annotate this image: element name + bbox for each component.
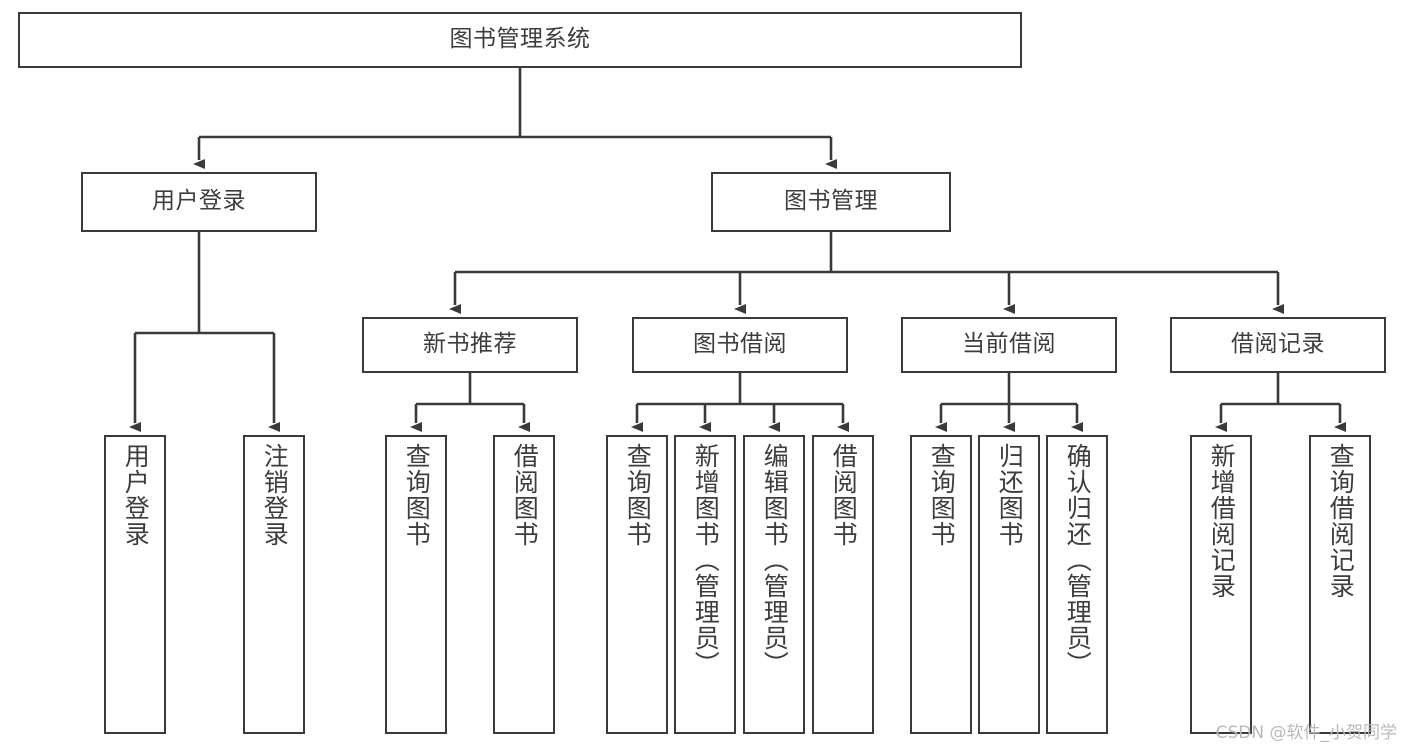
node-label: 确认归还（管理员） — [1063, 443, 1093, 677]
node-label: 新增借阅记录 — [1207, 443, 1237, 599]
watermark-text: CSDN @软件_小贺同学 — [1215, 723, 1397, 743]
node-label: 图书管理系统 — [449, 26, 591, 53]
node-label: 查询图书 — [402, 443, 432, 547]
node-leaf-borrow-book-1[interactable]: 借阅图书 — [493, 435, 555, 734]
node-user-login[interactable]: 用户登录 — [81, 172, 317, 232]
node-leaf-edit-book[interactable]: 编辑图书（管理员） — [743, 435, 805, 734]
node-label: 查询图书 — [623, 443, 653, 547]
node-label: 当前借阅 — [962, 331, 1056, 358]
node-label: 借阅记录 — [1231, 331, 1325, 358]
node-leaf-borrow-book-2[interactable]: 借阅图书 — [812, 435, 874, 734]
node-leaf-logout[interactable]: 注销登录 — [243, 435, 305, 734]
node-new-book-recommend[interactable]: 新书推荐 — [362, 317, 578, 373]
node-label: 查询图书 — [927, 443, 957, 547]
node-current-borrow[interactable]: 当前借阅 — [901, 317, 1117, 373]
node-book-manage[interactable]: 图书管理 — [711, 172, 951, 232]
node-root-system[interactable]: 图书管理系统 — [18, 12, 1022, 68]
node-label: 用户登录 — [121, 443, 151, 547]
node-label: 查询借阅记录 — [1326, 443, 1356, 599]
node-label: 编辑图书（管理员） — [760, 443, 790, 677]
node-label: 图书借阅 — [693, 331, 787, 358]
node-label: 注销登录 — [260, 443, 290, 547]
node-label: 借阅图书 — [510, 443, 540, 547]
node-borrow-record[interactable]: 借阅记录 — [1170, 317, 1386, 373]
node-leaf-add-record[interactable]: 新增借阅记录 — [1190, 435, 1252, 734]
node-leaf-query-record[interactable]: 查询借阅记录 — [1309, 435, 1371, 734]
node-leaf-query-book-2[interactable]: 查询图书 — [606, 435, 668, 734]
node-label: 新书推荐 — [423, 331, 517, 358]
node-leaf-user-login[interactable]: 用户登录 — [104, 435, 166, 734]
node-leaf-return-book[interactable]: 归还图书 — [978, 435, 1040, 734]
node-label: 新增图书（管理员） — [691, 443, 721, 677]
node-book-borrow[interactable]: 图书借阅 — [632, 317, 848, 373]
node-label: 图书管理 — [784, 188, 878, 215]
node-label: 用户登录 — [152, 188, 246, 215]
node-leaf-confirm-return[interactable]: 确认归还（管理员） — [1046, 435, 1108, 734]
node-leaf-query-book-3[interactable]: 查询图书 — [910, 435, 972, 734]
node-label: 借阅图书 — [829, 443, 859, 547]
node-label: 归还图书 — [995, 443, 1025, 547]
node-leaf-query-book-1[interactable]: 查询图书 — [385, 435, 447, 734]
node-leaf-add-book[interactable]: 新增图书（管理员） — [674, 435, 736, 734]
